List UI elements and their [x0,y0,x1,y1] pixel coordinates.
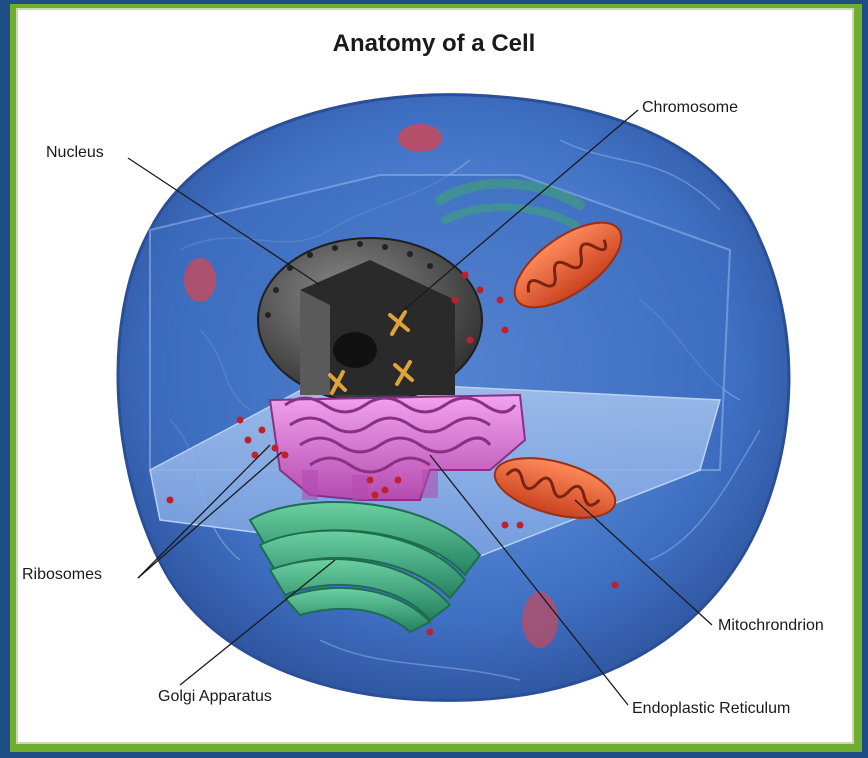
vesicle [184,258,216,302]
label-ribosomes: Ribosomes [22,566,102,584]
vesicle [398,124,442,152]
label-endoplasmic-reticulum: Endoplastic Reticulum [632,700,790,718]
label-mitochondrion: Mitochrondrion [718,617,824,635]
diagram-title: Anatomy of a Cell [0,30,868,58]
label-chromosome: Chromosome [642,99,738,117]
label-golgi-apparatus: Golgi Apparatus [158,688,272,706]
nucleolus [333,332,377,368]
vesicle [522,592,558,648]
nucleus [258,238,482,402]
label-nucleus: Nucleus [46,144,104,162]
